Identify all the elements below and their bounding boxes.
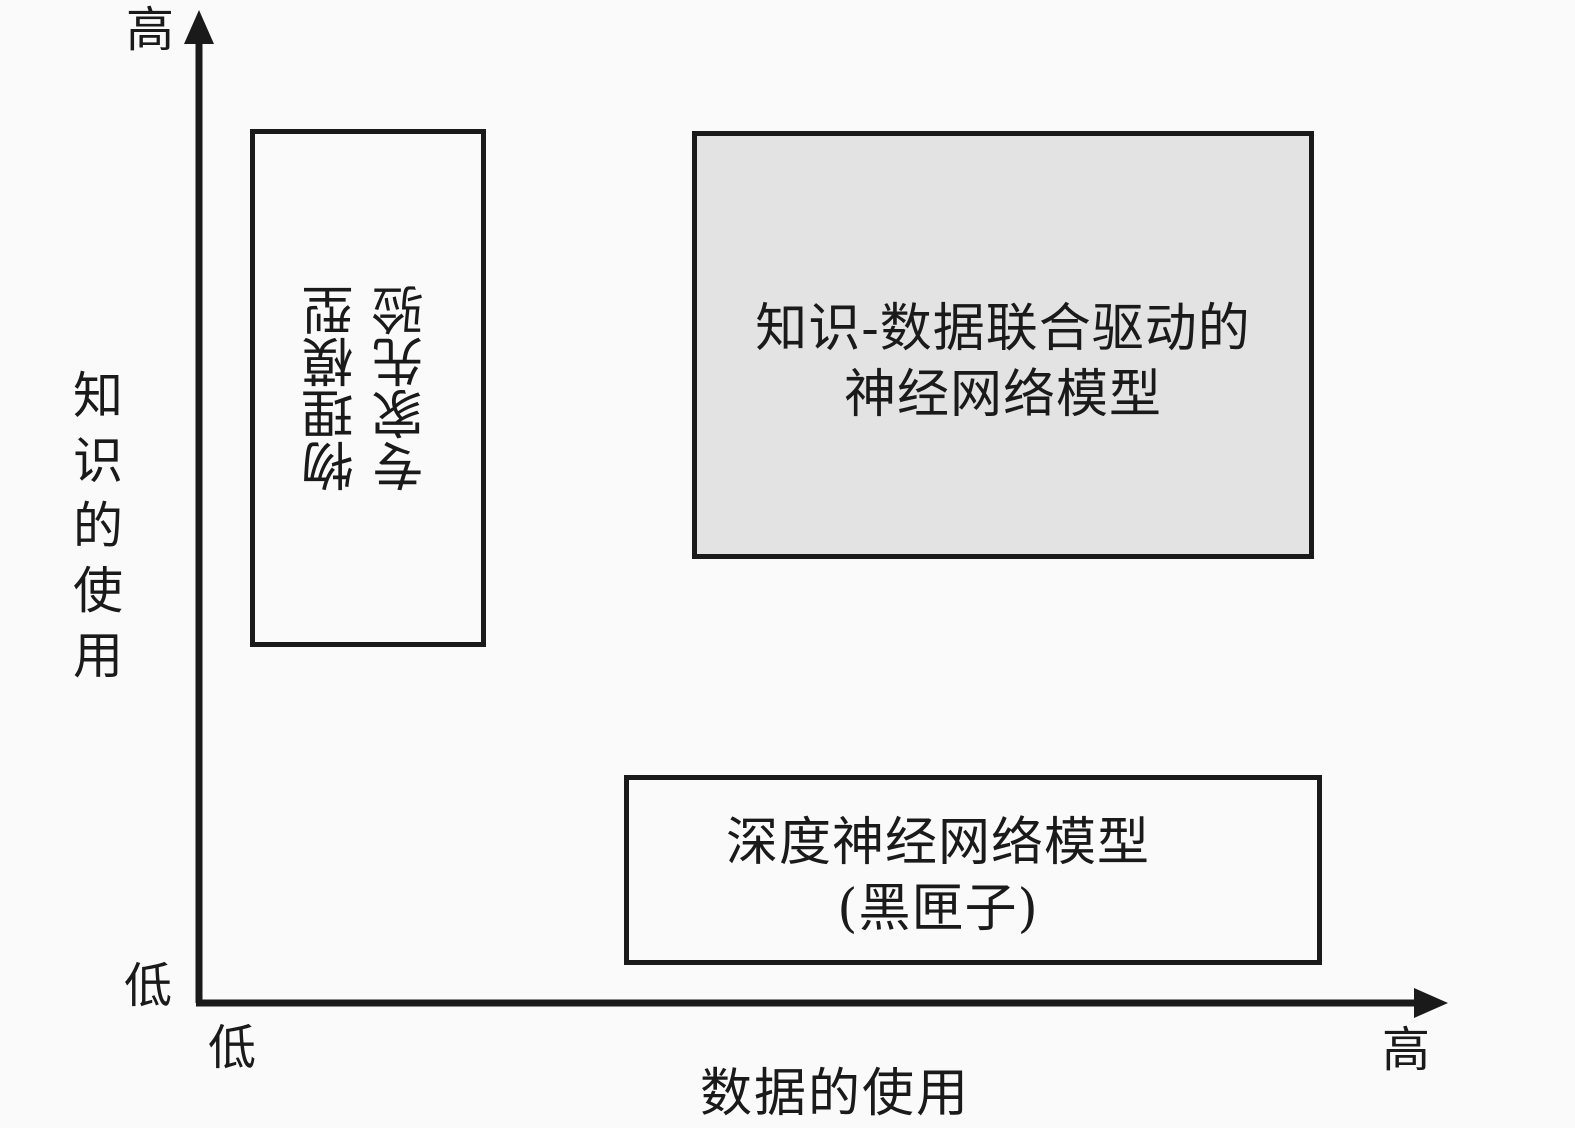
x-axis-title: 数据的使用 — [700, 1064, 971, 1124]
deep-network-box: 深度神经网络模型 (黑匣子) — [624, 775, 1322, 965]
physics-model-text: 物理模型 专家先验 — [298, 284, 438, 492]
fusion-box-line1: 知识-数据联合驱动的 — [755, 299, 1251, 359]
x-axis-arrowhead — [1414, 988, 1448, 1018]
deep-box-line1: 深度神经网络模型 — [725, 813, 1150, 873]
x-axis-low-label: 低 — [208, 1020, 257, 1076]
physics-model-box: 物理模型 专家先验 — [250, 129, 486, 647]
y-axis-title: 知识的使用 — [73, 367, 123, 685]
physics-model-line1: 物理模型 — [303, 284, 363, 492]
y-axis-high-label: 高 — [126, 2, 175, 58]
y-axis-low-label: 低 — [124, 958, 173, 1014]
knowledge-data-fusion-box: 知识-数据联合驱动的 神经网络模型 — [692, 131, 1314, 559]
fusion-box-line2: 神经网络模型 — [843, 365, 1162, 425]
x-axis-high-label: 高 — [1382, 1022, 1431, 1078]
y-axis-arrowhead — [184, 10, 214, 44]
physics-model-line2: 专家先验 — [373, 284, 433, 492]
deep-box-line2: (黑匣子) — [837, 879, 1039, 939]
